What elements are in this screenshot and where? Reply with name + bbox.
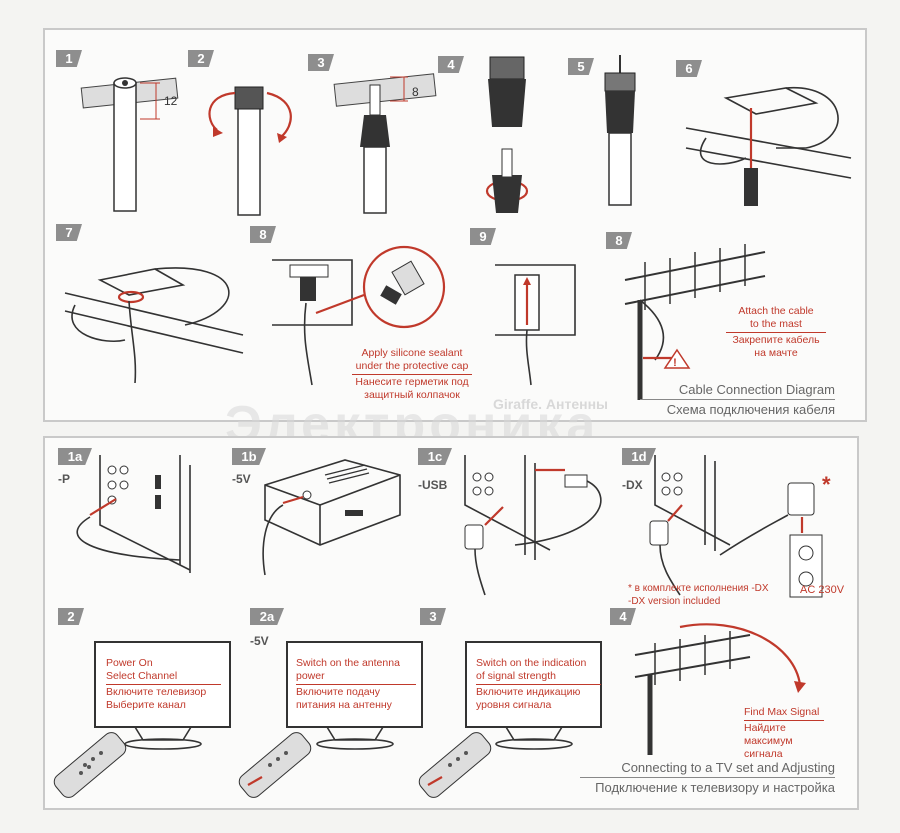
find-ru1: Найдите максимум xyxy=(744,722,793,747)
step1-cable-illustration xyxy=(80,77,179,212)
svg-text:!: ! xyxy=(673,357,677,369)
step2-twist-illustration xyxy=(208,86,292,216)
step-1c-badge: 1c xyxy=(418,448,452,465)
bottom-title-ru: Подключение к телевизору и настройка xyxy=(595,780,835,795)
sealant-text: Apply silicone sealant under the protect… xyxy=(352,347,472,402)
step-1a-badge: 1a xyxy=(58,448,92,465)
step-8b-badge: 8 xyxy=(606,232,632,249)
step2-remote-icon xyxy=(53,732,127,798)
screen3-l4: уровня сигнала xyxy=(476,699,552,711)
cable-connection-panel xyxy=(43,28,867,422)
mode-5v-2a: -5V xyxy=(250,634,269,648)
asterisk-mark: * xyxy=(822,472,831,497)
dx-note-ru: * в комплекте исполнения -DX xyxy=(628,583,769,594)
step-2-bottom-badge: 2 xyxy=(58,608,84,625)
step-3-bottom-badge: 3 xyxy=(420,608,446,625)
dx-note: * в комплекте исполнения -DX -DX version… xyxy=(628,582,769,608)
mast-en2: to the mast xyxy=(750,318,802,330)
step1a-tv-illustration xyxy=(76,455,191,573)
step-1-badge: 1 xyxy=(56,50,82,67)
sealant-ru1: Нанесите герметик под xyxy=(355,376,469,388)
step1c-usb-illustration xyxy=(464,455,602,596)
step3-connector-illustration xyxy=(333,73,437,214)
step4-antenna-adjust-illustration xyxy=(634,623,806,755)
screen3-l2: of signal strength xyxy=(476,670,556,682)
step6-box-illustration xyxy=(685,87,852,206)
step3-screen-text: Switch on the indication of signal stren… xyxy=(476,657,601,712)
sealant-ru2: защитный колпачок xyxy=(364,389,460,401)
bottom-title: Connecting to a TV set and Adjusting Под… xyxy=(580,760,835,795)
step-7-badge: 7 xyxy=(56,224,82,241)
step-4-badge: 4 xyxy=(438,56,464,73)
find-en: Find Max Signal xyxy=(744,706,820,718)
sealant-en1: Apply silicone sealant xyxy=(361,347,463,359)
screen2-l4: Выберите канал xyxy=(106,699,186,711)
find-signal-text: Find Max Signal Найдите максимум сигнала xyxy=(744,706,824,761)
bottom-title-en: Connecting to a TV set and Adjusting xyxy=(621,760,835,775)
step8-sealant-illustration xyxy=(272,245,446,386)
find-ru2: сигнала xyxy=(744,748,783,760)
screen2a-l3: Включите подачу xyxy=(296,686,381,698)
top-title-ru: Схема подключения кабеля xyxy=(666,402,835,417)
step-2a-badge: 2a xyxy=(250,608,284,625)
mode-usb: -USB xyxy=(418,478,448,492)
mode-p: -P xyxy=(58,472,70,486)
step-8-badge: 8 xyxy=(250,226,276,243)
screen3-l3: Включите индикацию xyxy=(476,686,581,698)
step-1b-badge: 1b xyxy=(232,448,266,465)
step4-fconnector-illustration xyxy=(485,56,529,213)
step-3-badge: 3 xyxy=(308,54,334,71)
step1-dimension: 12 xyxy=(164,94,178,108)
screen2-l1: Power On xyxy=(106,657,153,669)
watermark-small: Giraffe. Антенны xyxy=(493,396,608,412)
step9-cap-illustration xyxy=(495,264,576,386)
ac-230v-label: AC 230V xyxy=(800,584,845,596)
step3-remote-icon xyxy=(418,732,492,798)
step7-connection-illustration xyxy=(64,267,244,384)
sealant-en2: under the protective cap xyxy=(355,360,469,372)
step1d-dx-illustration xyxy=(649,455,823,598)
screen2a-l1: Switch on the antenna xyxy=(296,657,400,669)
mast-ru1: Закрепите кабель xyxy=(732,334,820,346)
step2-screen-text: Power On Select Channel Включите телевиз… xyxy=(106,657,221,712)
dx-note-en: -DX version included xyxy=(628,596,721,607)
step2a-remote-icon xyxy=(238,732,312,798)
step3-dimension: 8 xyxy=(412,85,419,99)
step1b-receiver-illustration xyxy=(262,459,401,576)
step-9-badge: 9 xyxy=(470,228,496,245)
step-1d-badge: 1d xyxy=(622,448,656,465)
screen2-l3: Включите телевизор xyxy=(106,686,207,698)
mode-dx: -DX xyxy=(622,478,643,492)
step-6-badge: 6 xyxy=(676,60,702,77)
step8b-antenna-illustration: ! xyxy=(624,244,766,400)
screen3-l1: Switch on the indication xyxy=(476,657,587,669)
step-2-badge: 2 xyxy=(188,50,214,67)
mode-5v: -5V xyxy=(232,472,251,486)
step5-assembled-illustration xyxy=(604,55,636,206)
mast-text: Attach the cable to the mast Закрепите к… xyxy=(726,305,826,360)
mast-ru2: на мачте xyxy=(754,347,798,359)
step2a-screen-text: Switch on the antenna power Включите под… xyxy=(296,657,416,712)
screen2-l2: Select Channel xyxy=(106,670,178,682)
step-5-badge: 5 xyxy=(568,58,594,75)
tv-connection-panel xyxy=(43,436,859,810)
screen2a-l4: питания на антенну xyxy=(296,699,392,711)
step-4-bottom-badge: 4 xyxy=(610,608,636,625)
top-title-en: Cable Connection Diagram xyxy=(678,382,835,397)
screen2a-l2: power xyxy=(296,670,325,682)
mast-en1: Attach the cable xyxy=(738,305,814,317)
top-title: Cable Connection Diagram Схема подключен… xyxy=(640,382,835,417)
